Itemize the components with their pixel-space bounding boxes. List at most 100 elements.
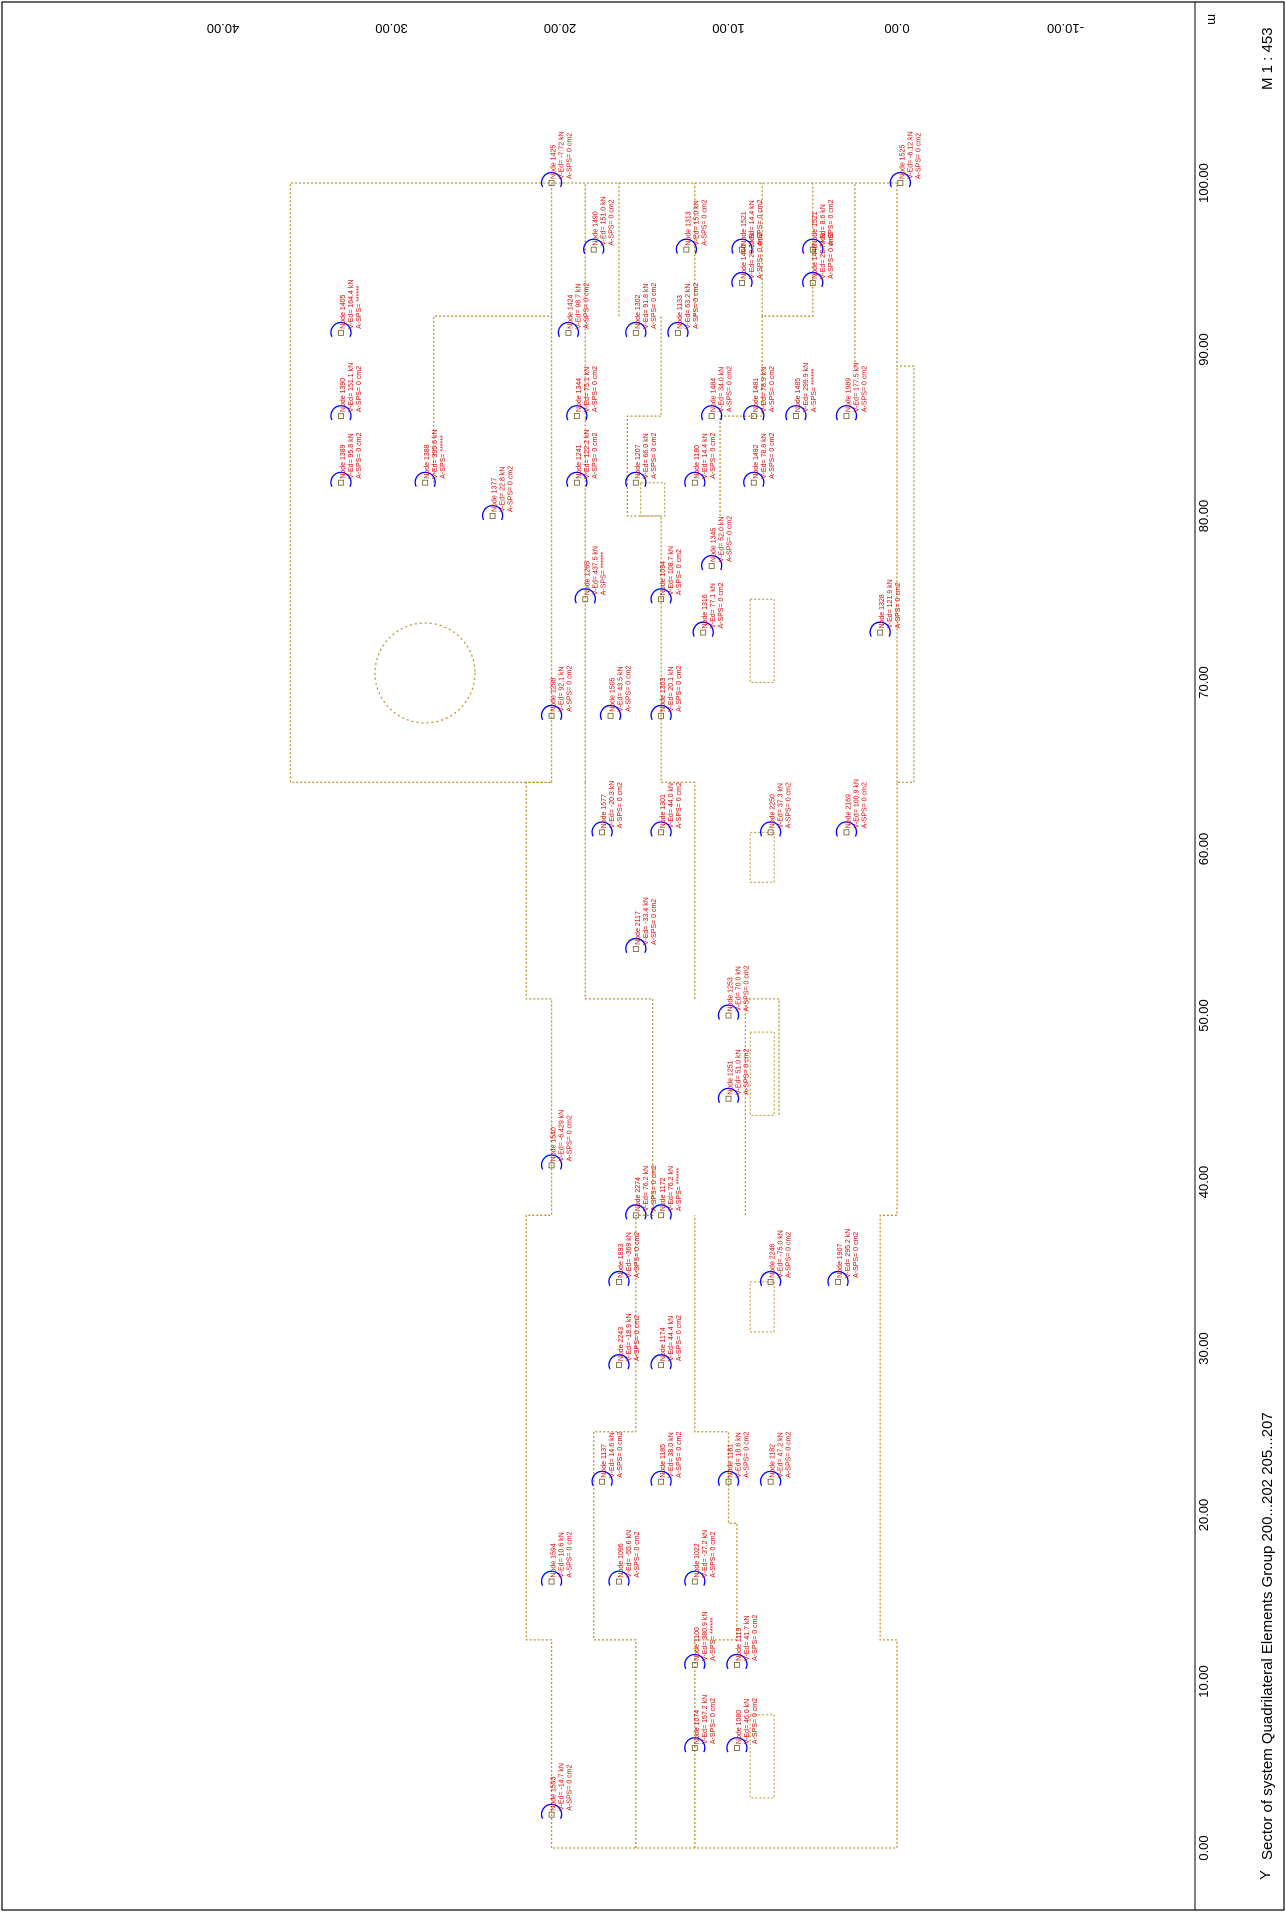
node-square <box>835 1279 841 1285</box>
node-label: Node 1907 <box>837 1244 844 1278</box>
outline-segment <box>660 599 696 999</box>
node-reinforcement-value: A-SPS= 0 cm2 <box>609 199 616 245</box>
node-circle <box>414 471 436 487</box>
node-label: Node 1074 <box>694 1710 701 1744</box>
node-square <box>548 712 555 719</box>
node-square <box>767 1279 774 1285</box>
node-label: Node 1119 <box>736 1628 743 1661</box>
node-shear-value: V-Ed= 76.2 kN <box>668 1166 675 1211</box>
node-shear-value: V-Ed= 14.4 kN <box>749 200 756 245</box>
node-reinforcement-value: A-SPS= 0 cm2 <box>651 283 658 329</box>
node-shear-value: V-Ed= 70.0 kN <box>736 966 743 1011</box>
node-shear-value: V-Ed= 44.4 kN <box>668 1316 675 1361</box>
node-square <box>897 180 904 186</box>
node-reinforcement-value: A-SPS= 0 cm2 <box>567 133 574 179</box>
node-reinforcement-value: A-SPS= 0 cm2 <box>828 199 835 245</box>
node-reinforcement-value: A-SPS= ****** <box>600 552 607 596</box>
node-circle <box>625 471 647 487</box>
node-shear-value: V-Ed= 43.5 kN <box>618 666 625 711</box>
node-reinforcement-value: A-SPS= 0 cm2 <box>583 283 590 329</box>
node-square <box>658 1478 664 1485</box>
node-square <box>700 629 707 636</box>
top-tick-label: 10.00 <box>712 21 745 36</box>
node-circle <box>743 405 765 421</box>
node-circle <box>650 1354 672 1370</box>
node-reinforcement-value: A-SPS= 0 cm2 <box>744 1049 751 1095</box>
right-tick-label: 90.00 <box>1196 333 1211 366</box>
node-square <box>658 1362 664 1369</box>
node-label: Node 2243 <box>618 1327 625 1361</box>
node-square <box>548 180 555 186</box>
node-shear-value: V-Ed= 164.4 kN <box>348 280 355 329</box>
node-shear-value: V-Ed= 75.1 kN <box>584 367 591 412</box>
node-shear-value: V-Ed= 20.1 kN <box>668 666 675 711</box>
node-square <box>616 1279 622 1285</box>
node-circle <box>731 271 753 288</box>
node-square <box>750 479 757 486</box>
node-square <box>616 1362 622 1369</box>
node-circle <box>701 405 723 421</box>
node-label: Node 1989 <box>845 378 852 412</box>
